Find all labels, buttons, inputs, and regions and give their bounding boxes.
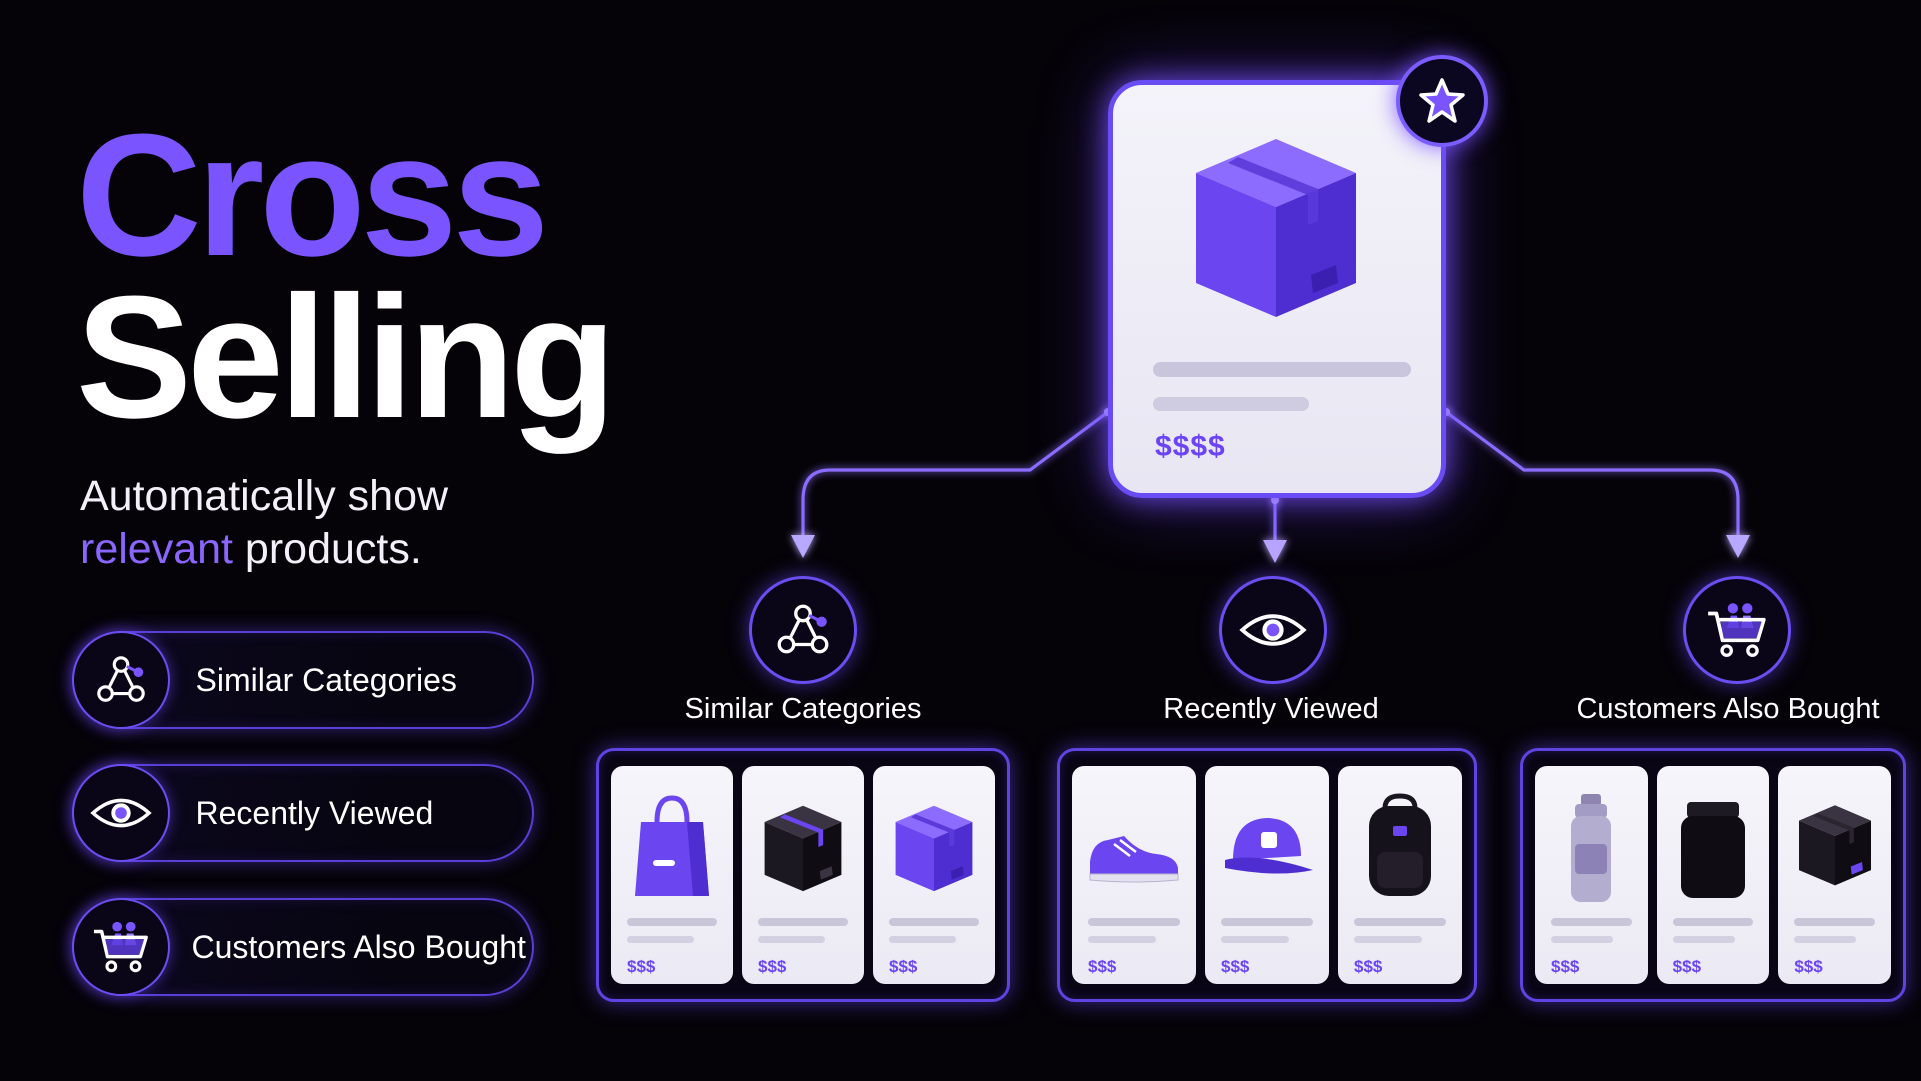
eye-icon: [1239, 608, 1307, 652]
eye-icon: [71, 764, 170, 862]
purple-box-icon: [895, 805, 973, 892]
branch-label: Customers Also Bought: [1576, 693, 1880, 725]
product-price: $$$: [1794, 957, 1823, 976]
product-card[interactable]: $$$: [611, 766, 733, 984]
product-price: $$$: [1088, 957, 1117, 976]
main-product-price: $$$$: [1155, 430, 1226, 463]
branch-label: Recently Viewed: [1163, 693, 1379, 725]
feature-label: Recently Viewed: [195, 794, 434, 831]
subtitle: Automatically show relevant products.: [80, 470, 448, 576]
cap-icon: [1225, 818, 1313, 874]
network-nodes-icon: [71, 631, 170, 729]
subtitle-start: Automatically show: [80, 472, 449, 520]
node-similar-categories: [749, 576, 857, 684]
feature-pill-similar-categories: Similar Categories: [71, 631, 534, 729]
product-price: $$$: [889, 957, 918, 976]
product-price: $$$: [1672, 957, 1702, 976]
water-bottle-icon: [1571, 794, 1612, 902]
feature-label: Similar Categories: [195, 661, 457, 698]
product-price: $$$: [627, 957, 656, 976]
jar-icon: [1681, 802, 1745, 898]
node-customers-also-bought: [1683, 576, 1791, 684]
product-card[interactable]: $$$: [1535, 766, 1648, 984]
headline-line-1: Cross: [76, 97, 549, 292]
product-price: $$$: [758, 957, 787, 976]
shopping-cart-icon: [1704, 599, 1770, 661]
product-card[interactable]: $$$: [742, 766, 864, 984]
product-group-customers-also-bought: $$$ $$$ $$$: [1520, 748, 1906, 1002]
product-price: $$$: [1354, 957, 1383, 976]
dark-box-icon: [1798, 805, 1871, 886]
headline-line-2: Selling: [76, 259, 616, 454]
feature-pill-customers-also-bought: Customers Also Bought: [71, 898, 534, 996]
node-recently-viewed: [1219, 576, 1327, 684]
product-card[interactable]: $$$: [1656, 766, 1770, 984]
product-card[interactable]: $$$: [1778, 766, 1892, 984]
product-box-icon: [1196, 139, 1356, 317]
subtitle-end: products.: [232, 525, 422, 573]
feature-pill-recently-viewed: Recently Viewed: [71, 764, 534, 862]
product-card[interactable]: $$$: [1338, 766, 1462, 984]
shopping-cart-icon: [71, 898, 170, 996]
product-price: $$$: [1221, 957, 1250, 976]
sneaker-icon: [1089, 836, 1179, 883]
title-placeholder-bar: [1153, 362, 1411, 377]
product-price: $$$: [1551, 957, 1580, 976]
product-card[interactable]: $$$: [1205, 766, 1329, 984]
branch-label: Similar Categories: [684, 693, 922, 725]
feature-label: Customers Also Bought: [191, 928, 526, 965]
product-card[interactable]: $$$: [1072, 766, 1196, 984]
dark-box-icon: [764, 805, 842, 892]
product-group-recently-viewed: $$$ $$$ $$$: [1057, 748, 1477, 1002]
subtitle-accent: relevant: [80, 525, 233, 573]
backpack-icon: [1369, 793, 1431, 896]
product-card[interactable]: $$$: [873, 766, 995, 984]
main-product-card: $$$$: [1108, 80, 1446, 498]
star-icon: [1396, 55, 1488, 147]
shopping-bag-icon: [635, 795, 709, 896]
network-nodes-icon: [772, 599, 834, 661]
product-group-similar-categories: $$$ $$$ $$$: [596, 748, 1010, 1002]
subtitle-placeholder-bar: [1153, 397, 1309, 411]
